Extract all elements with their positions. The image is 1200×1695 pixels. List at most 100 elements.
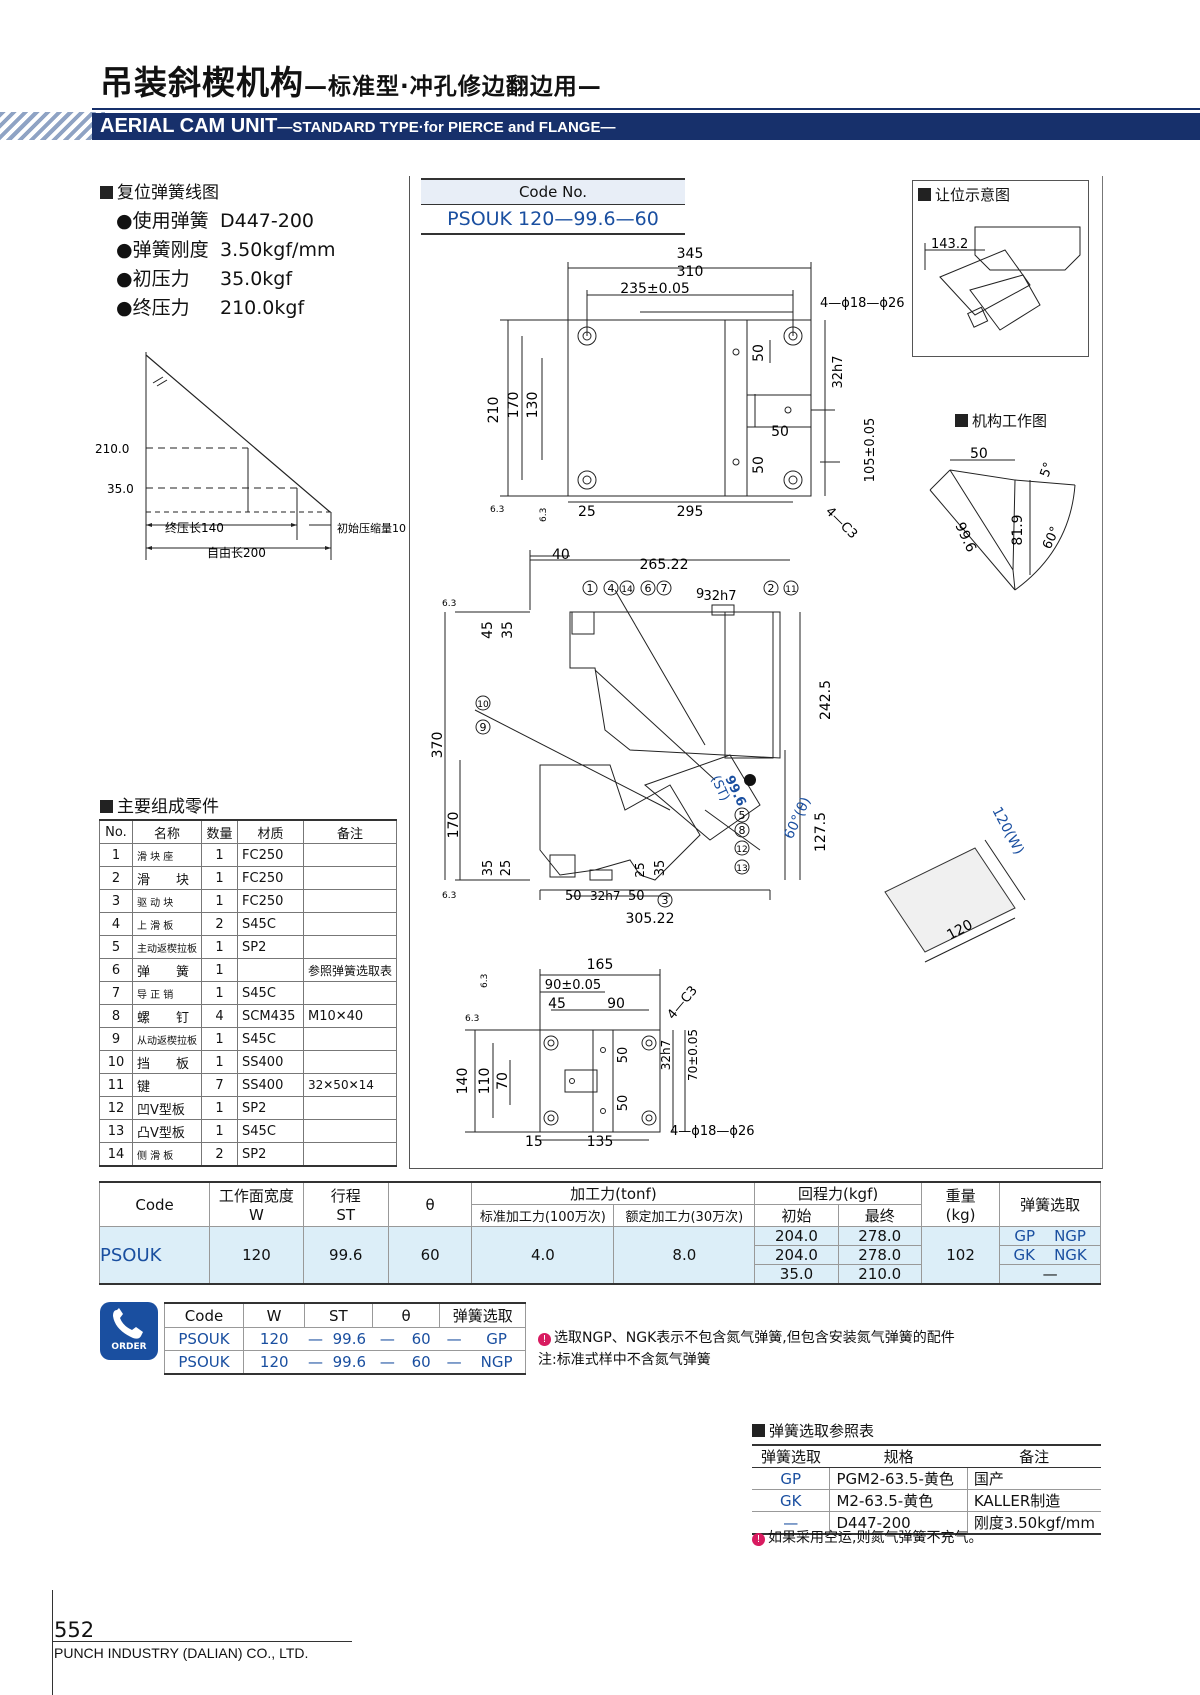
drawing-frame xyxy=(409,176,1103,1169)
svg-text:25: 25 xyxy=(499,860,514,877)
svg-text:127.5: 127.5 xyxy=(813,812,829,852)
svg-text:50: 50 xyxy=(771,424,789,440)
side-view-drawing: 40 265.22 32h7 9 45 35 370 242.5 170 127… xyxy=(430,547,834,927)
bottom-view-drawing: 165 90±0.05 45 90 4—C3 140 110 70 50 50 … xyxy=(455,957,755,1150)
svg-text:32h7: 32h7 xyxy=(831,355,846,388)
svg-text:12: 12 xyxy=(736,845,747,855)
working-heading: 机构工作图 xyxy=(955,410,1047,431)
cell-width: 120 xyxy=(209,1226,304,1285)
th-force-rated: 额定加工力(30万次) xyxy=(613,1204,756,1227)
footer-divider xyxy=(52,1641,352,1642)
svg-text:8: 8 xyxy=(739,824,746,837)
spring-row-gp: GP PGM2-63.5-黄色 国产 xyxy=(752,1467,1101,1490)
clearance-heading: 让位示意图 xyxy=(918,184,1010,205)
svg-text:35: 35 xyxy=(500,621,516,639)
svg-text:235±0.05: 235±0.05 xyxy=(620,281,690,297)
title-cn: 吊装斜楔机构 xyxy=(100,63,304,102)
spring-table-heading: 弹簧选取参照表 xyxy=(752,1420,874,1441)
title-en: AERIAL CAM UNIT xyxy=(100,115,278,137)
th-return-init: 初始 xyxy=(754,1204,839,1227)
spring-force-diagram: 210.0 35.0 终压长140 初始压缩量10 自由长200 xyxy=(95,352,406,560)
svg-text:50: 50 xyxy=(616,1047,631,1064)
svg-text:9: 9 xyxy=(480,721,487,734)
chart-y-35: 35.0 xyxy=(107,482,134,496)
svg-text:310: 310 xyxy=(677,264,704,280)
svg-text:32h7: 32h7 xyxy=(659,1040,673,1071)
title-en-sub: —STANDARD TYPE·for PIERCE and FLANGE— xyxy=(277,119,616,136)
cell-force-rated: 8.0 xyxy=(613,1226,756,1285)
cell-spring-1: GP NGP xyxy=(999,1226,1101,1246)
svg-text:40: 40 xyxy=(552,547,570,563)
th-force: 加工力(tonf) xyxy=(471,1181,756,1205)
title-cn-sub: —标准型·冲孔修边翻边用— xyxy=(304,74,602,100)
order-row-1: PSOUK 120 — 99.6 — 60 — GP xyxy=(164,1327,527,1351)
chart-label-initial: 初始压缩量10 xyxy=(337,521,406,535)
svg-text:6.3: 6.3 xyxy=(442,599,456,609)
svg-text:6.3: 6.3 xyxy=(465,1014,479,1024)
spring-row-std: — D447-200 刚度3.50kgf/mm xyxy=(752,1511,1101,1535)
svg-text:105±0.05: 105±0.05 xyxy=(863,418,878,483)
chart-label-free: 自由长200 xyxy=(207,546,266,560)
cell-spring-3: — xyxy=(999,1264,1101,1285)
svg-text:50: 50 xyxy=(565,889,582,904)
code-box-header: Code No. xyxy=(421,178,685,205)
svg-text:242.5: 242.5 xyxy=(818,680,834,720)
order-label: ORDER xyxy=(111,1342,147,1352)
col-name: 名称 xyxy=(131,819,202,844)
order-note-2: 注:标准式样中不含氮气弹簧 xyxy=(538,1352,711,1368)
svg-text:60°(θ): 60°(θ) xyxy=(781,795,814,842)
svg-text:2: 2 xyxy=(768,582,775,595)
title-band-stripes xyxy=(0,112,105,140)
svg-text:50: 50 xyxy=(970,446,988,462)
svg-text:3: 3 xyxy=(662,894,669,907)
svg-text:165: 165 xyxy=(587,957,614,973)
svg-text:6.3: 6.3 xyxy=(442,891,456,901)
col-material: 材质 xyxy=(237,819,304,844)
svg-text:4—C3: 4—C3 xyxy=(665,983,701,1022)
code-box-value: PSOUK 120—99.6—60 xyxy=(421,205,685,235)
svg-text:4: 4 xyxy=(608,582,615,595)
svg-text:305.22: 305.22 xyxy=(626,911,675,927)
svg-text:13: 13 xyxy=(736,864,747,874)
svg-text:11: 11 xyxy=(785,585,796,595)
page-number: 552 xyxy=(54,1618,95,1642)
company-name: PUNCH INDUSTRY (DALIAN) CO., LTD. xyxy=(54,1645,309,1661)
working-diagram: 50 5° 99.6 81.9 60° xyxy=(929,446,1076,591)
th-spring: 弹簧选取 xyxy=(999,1181,1101,1227)
svg-text:70: 70 xyxy=(495,1072,511,1090)
cell-force-std: 4.0 xyxy=(471,1226,615,1285)
alert-icon: ! xyxy=(538,1333,551,1346)
order-note-1: !选取NGP、NGK表示不包含氮气弹簧,但包含安装氮气弹簧的配件 xyxy=(538,1327,955,1347)
svg-text:45: 45 xyxy=(480,621,496,639)
svg-text:50: 50 xyxy=(751,344,767,362)
svg-text:32h7: 32h7 xyxy=(703,589,736,604)
order-row-2: PSOUK 120 — 99.6 — 60 — NGP xyxy=(164,1350,527,1375)
svg-text:143.2: 143.2 xyxy=(931,237,968,252)
svg-text:140: 140 xyxy=(455,1068,471,1095)
svg-text:135: 135 xyxy=(587,1134,614,1150)
svg-text:110: 110 xyxy=(477,1068,493,1095)
svg-text:7: 7 xyxy=(661,582,668,595)
svg-text:50: 50 xyxy=(628,889,645,904)
svg-text:210: 210 xyxy=(486,397,502,424)
svg-text:25: 25 xyxy=(633,862,647,877)
col-qty: 数量 xyxy=(200,819,239,844)
title-band: AERIAL CAM UNIT—STANDARD TYPE·for PIERCE… xyxy=(92,113,1200,140)
svg-text:60°: 60° xyxy=(1040,524,1063,551)
svg-text:265.22: 265.22 xyxy=(640,557,689,573)
col-no: No. xyxy=(99,819,133,844)
order-badge: ORDER xyxy=(100,1302,158,1360)
svg-text:50: 50 xyxy=(751,456,767,474)
svg-text:10: 10 xyxy=(477,700,489,710)
